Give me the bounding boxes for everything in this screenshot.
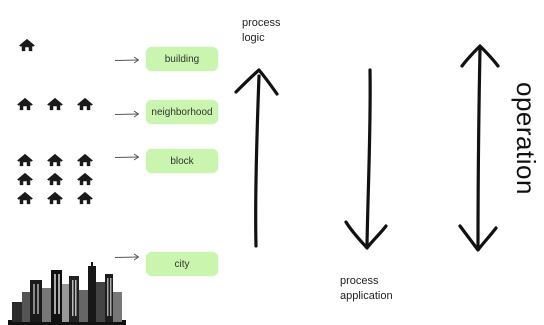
process-application-line2: application <box>340 290 393 302</box>
box-building-label: building <box>164 53 200 65</box>
house-icon <box>46 153 64 167</box>
box-city: city <box>146 252 218 276</box>
box-building: building <box>146 47 218 71</box>
house-icon <box>76 97 94 111</box>
house-icon <box>46 191 64 205</box>
operation-label: operation <box>511 82 541 195</box>
house-icon <box>76 172 94 186</box>
process-logic-line2: logic <box>242 32 265 44</box>
process-logic-caption: process logic <box>242 16 281 46</box>
arrow-right-icon <box>114 253 140 261</box>
house-icon <box>16 191 34 205</box>
house-icon <box>16 172 34 186</box>
box-block: block <box>146 149 218 173</box>
process-application-caption: process application <box>340 274 393 304</box>
house-icon <box>46 172 64 186</box>
arrow-down-icon <box>344 68 388 250</box>
box-block-label: block <box>170 155 194 167</box>
house-icon <box>76 153 94 167</box>
house-icon <box>16 97 34 111</box>
box-city-label: city <box>174 258 190 270</box>
double-arrow-icon <box>458 44 500 252</box>
arrow-right-icon <box>114 110 140 118</box>
city-skyline-icon <box>8 262 126 325</box>
box-neighborhood: neighborhood <box>146 100 218 124</box>
arrow-right-icon <box>114 56 140 64</box>
arrow-up-icon <box>234 68 279 248</box>
house-icon <box>18 38 36 52</box>
box-neighborhood-label: neighborhood <box>151 106 213 118</box>
arrow-right-icon <box>114 153 140 161</box>
process-logic-line1: process <box>242 17 281 29</box>
house-icon <box>76 191 94 205</box>
process-application-line1: process <box>340 275 379 287</box>
house-icon <box>46 97 64 111</box>
house-icon <box>16 153 34 167</box>
